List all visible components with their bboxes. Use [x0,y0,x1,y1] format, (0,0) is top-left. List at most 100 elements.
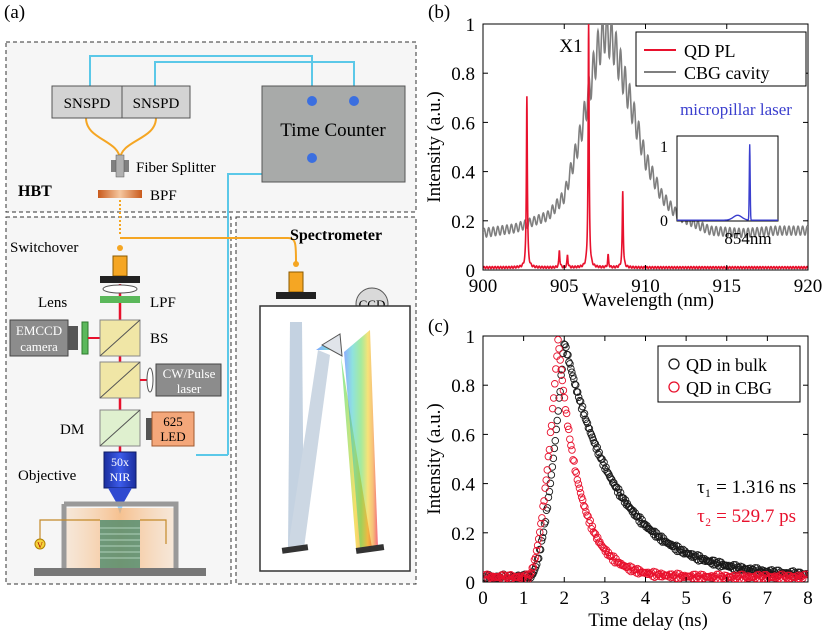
panel-c-label: (c) [428,316,449,337]
point-qd-cbg [555,345,563,353]
chart-c-legend [657,345,801,403]
y-tick-label: 0.4 [451,475,475,496]
point-qd-cbg [569,456,577,464]
point-qd-cbg [802,570,808,579]
laser-label-2: laser [177,381,202,396]
point-qd-bulk [565,358,573,366]
y-tick-label: 0.2 [451,212,475,233]
point-qd-bulk [583,419,592,428]
legend-label-qd-pl: QD PL [684,41,736,61]
point-qd-cbg [568,446,576,454]
point-qd-bulk [562,343,570,351]
y-tick-label: 0.6 [451,425,475,446]
mirror-right [355,544,385,554]
legend-label-cbg-c: QD in CBG [686,378,772,398]
point-qd-bulk [568,368,576,376]
point-qd-cbg [578,496,587,504]
point-qd-cbg [732,574,740,582]
chart-c-ylabel: Intensity (a.u.) [424,403,445,514]
point-qd-cbg [779,575,788,582]
point-qd-bulk [619,494,628,502]
x-tick-label: 2 [560,588,570,609]
bs-label: BS [150,331,168,347]
legend-label-bulk: QD in bulk [686,355,767,375]
point-qd-cbg [551,380,559,388]
grating [321,333,343,357]
point-qd-cbg [528,564,537,572]
point-qd-bulk [580,409,589,418]
chart-b-legend [635,31,807,87]
hbt-title: HBT [18,183,52,200]
chart-b-ylabel: Intensity (a.u.) [424,91,445,202]
point-qd-bulk [551,436,560,445]
point-qd-cbg [529,563,538,572]
point-qd-cbg [588,522,597,531]
point-qd-bulk [582,417,591,426]
point-qd-bulk [575,396,584,405]
lpf-label: LPF [150,295,176,311]
objective-label: Objective [18,468,77,484]
point-qd-cbg [532,546,541,555]
point-qd-bulk [579,411,588,419]
point-qd-bulk [559,349,567,358]
x-tick-label: 3 [600,588,610,609]
point-qd-bulk [573,388,582,396]
point-qd-bulk [574,393,583,402]
point-qd-cbg [549,394,558,402]
point-qd-bulk [657,532,666,541]
point-qd-cbg [554,336,562,344]
point-qd-cbg [593,533,602,542]
voltage-symbol: V [37,541,43,550]
point-qd-cbg [540,497,548,505]
point-qd-bulk [658,538,667,546]
point-qd-bulk [578,402,587,411]
point-qd-cbg [669,573,677,581]
point-qd-cbg [562,409,571,418]
point-qd-cbg [583,511,591,519]
point-qd-cbg [527,568,535,577]
point-qd-cbg [543,466,552,474]
point-qd-cbg [501,571,510,580]
led-label-2: LED [160,429,185,444]
spectrometer-coupler [288,271,304,293]
point-qd-cbg [706,573,715,582]
point-qd-cbg [643,570,651,578]
mirror-left [281,544,309,554]
point-qd-bulk [550,444,559,453]
lpf [100,296,140,303]
point-qd-bulk [549,454,558,463]
point-qd-cbg [801,576,808,582]
point-qd-cbg [539,502,547,510]
x-tick-label: 6 [722,588,732,609]
point-qd-cbg [525,570,533,579]
point-qd-bulk [651,527,659,536]
snspd-2 [121,85,191,119]
emccd-camera [9,319,69,357]
port-3 [307,153,317,163]
panel-b-label: (b) [428,2,450,23]
point-qd-cbg [536,528,544,536]
point-qd-cbg [644,568,652,577]
time-counter [261,85,406,183]
sample-pillar [100,520,140,568]
legend-swatch-cbg-c [668,381,680,393]
emccd-label-2: camera [20,339,58,354]
point-qd-cbg [563,422,572,431]
point-qd-cbg [567,441,575,450]
inset-ytick-0: 0 [660,213,668,230]
x-tick-label: 4 [641,588,651,609]
x-tick-label: 910 [631,276,660,297]
point-qd-bulk [600,458,608,467]
point-qd-cbg [537,519,545,528]
emccd-filter [81,321,89,355]
tau1-annotation: τ₁ = 1.316 ns [697,477,796,498]
point-qd-cbg [557,366,565,374]
point-qd-cbg [541,484,549,492]
point-qd-cbg [570,457,578,465]
switchover-coupler [112,255,128,277]
point-qd-bulk [539,528,548,537]
